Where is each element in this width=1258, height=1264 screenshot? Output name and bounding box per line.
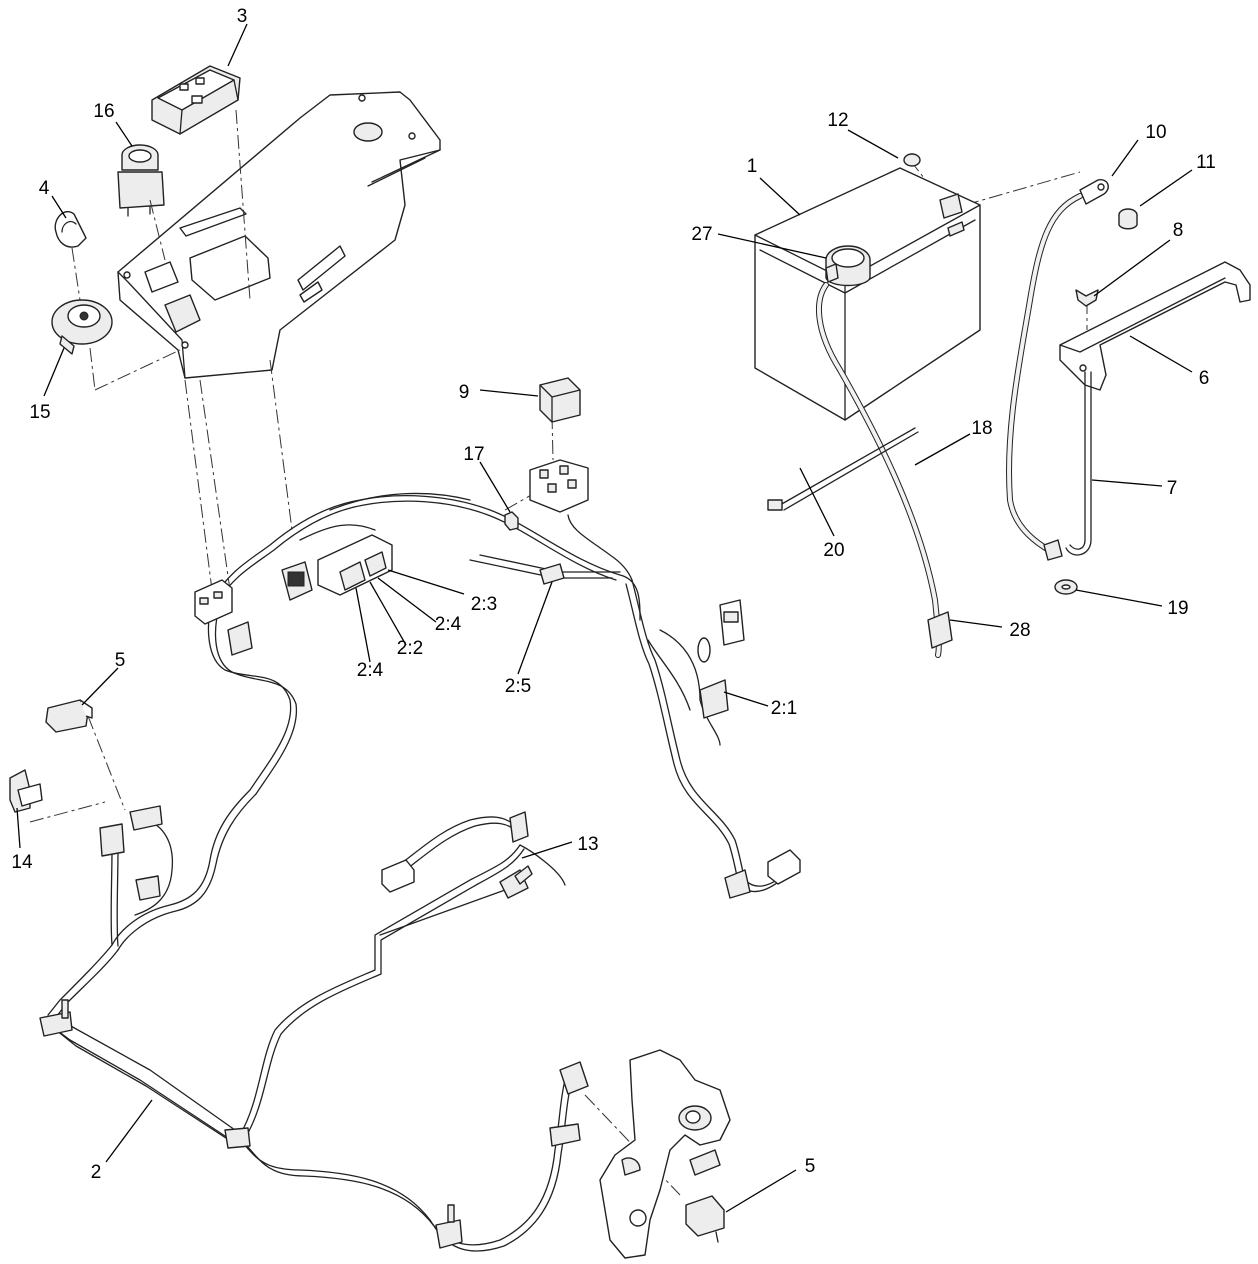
seat-switch — [9, 769, 43, 813]
hold-down-rod — [1065, 371, 1092, 556]
callout-11: 11 — [1196, 152, 1216, 173]
push-button-switch — [117, 144, 165, 217]
callout-1: 1 — [747, 156, 758, 177]
wing-nut — [1075, 289, 1099, 307]
callout-2-4-lower: 2:4 — [357, 660, 384, 681]
callout-15: 15 — [29, 402, 50, 423]
callout-16: 16 — [93, 101, 114, 122]
positive-battery-cable — [815, 282, 953, 658]
callout-5-left: 5 — [115, 650, 126, 671]
bolt — [1118, 208, 1138, 230]
relay-socket — [529, 459, 589, 513]
hour-meter — [151, 65, 241, 135]
harness-connectors — [39, 534, 801, 1249]
ignition-switch — [51, 299, 113, 355]
callout-12: 12 — [827, 110, 848, 131]
battery-hold-down — [1059, 261, 1251, 391]
callout-4: 4 — [39, 178, 50, 199]
callout-2: 2 — [91, 1162, 102, 1183]
callout-8: 8 — [1173, 220, 1184, 241]
negative-battery-cable — [1006, 179, 1109, 561]
battery — [754, 167, 981, 421]
callout-27: 27 — [691, 224, 712, 245]
callout-10: 10 — [1145, 122, 1166, 143]
callout-14: 14 — [11, 852, 33, 873]
cable-tie — [767, 427, 919, 511]
callout-19: 19 — [1167, 598, 1188, 619]
control-panel-plate — [117, 91, 441, 379]
switch-connector-left — [45, 699, 93, 733]
callout-3: 3 — [237, 6, 248, 27]
callout-28: 28 — [1009, 620, 1030, 641]
assembly-centerlines — [29, 109, 1088, 1196]
callout-2-3: 2:3 — [471, 594, 497, 615]
callout-6: 6 — [1199, 368, 1210, 389]
brake-switch — [685, 1195, 725, 1243]
callout-7: 7 — [1167, 478, 1178, 499]
callout-9: 9 — [459, 382, 470, 403]
callout-2-4-upper: 2:4 — [435, 614, 462, 635]
washer — [1054, 579, 1078, 595]
ignition-key — [54, 211, 87, 248]
relay — [539, 377, 581, 423]
terminal-nut — [903, 153, 921, 167]
callout-2-1: 2:1 — [771, 698, 797, 719]
callout-2-2: 2:2 — [397, 638, 423, 659]
leader-lines — [16, 23, 1193, 1213]
screw — [504, 511, 519, 531]
callout-20: 20 — [823, 540, 844, 561]
callout-2-5: 2:5 — [505, 676, 531, 697]
callout-labels: 3 16 4 15 9 17 1 27 12 10 11 8 6 7 19 18… — [11, 6, 1215, 1183]
callout-18: 18 — [971, 418, 992, 439]
callout-13: 13 — [577, 834, 598, 855]
callout-5-right: 5 — [805, 1156, 816, 1177]
brake-pedal-bracket — [599, 1049, 731, 1259]
callout-17: 17 — [463, 444, 484, 465]
